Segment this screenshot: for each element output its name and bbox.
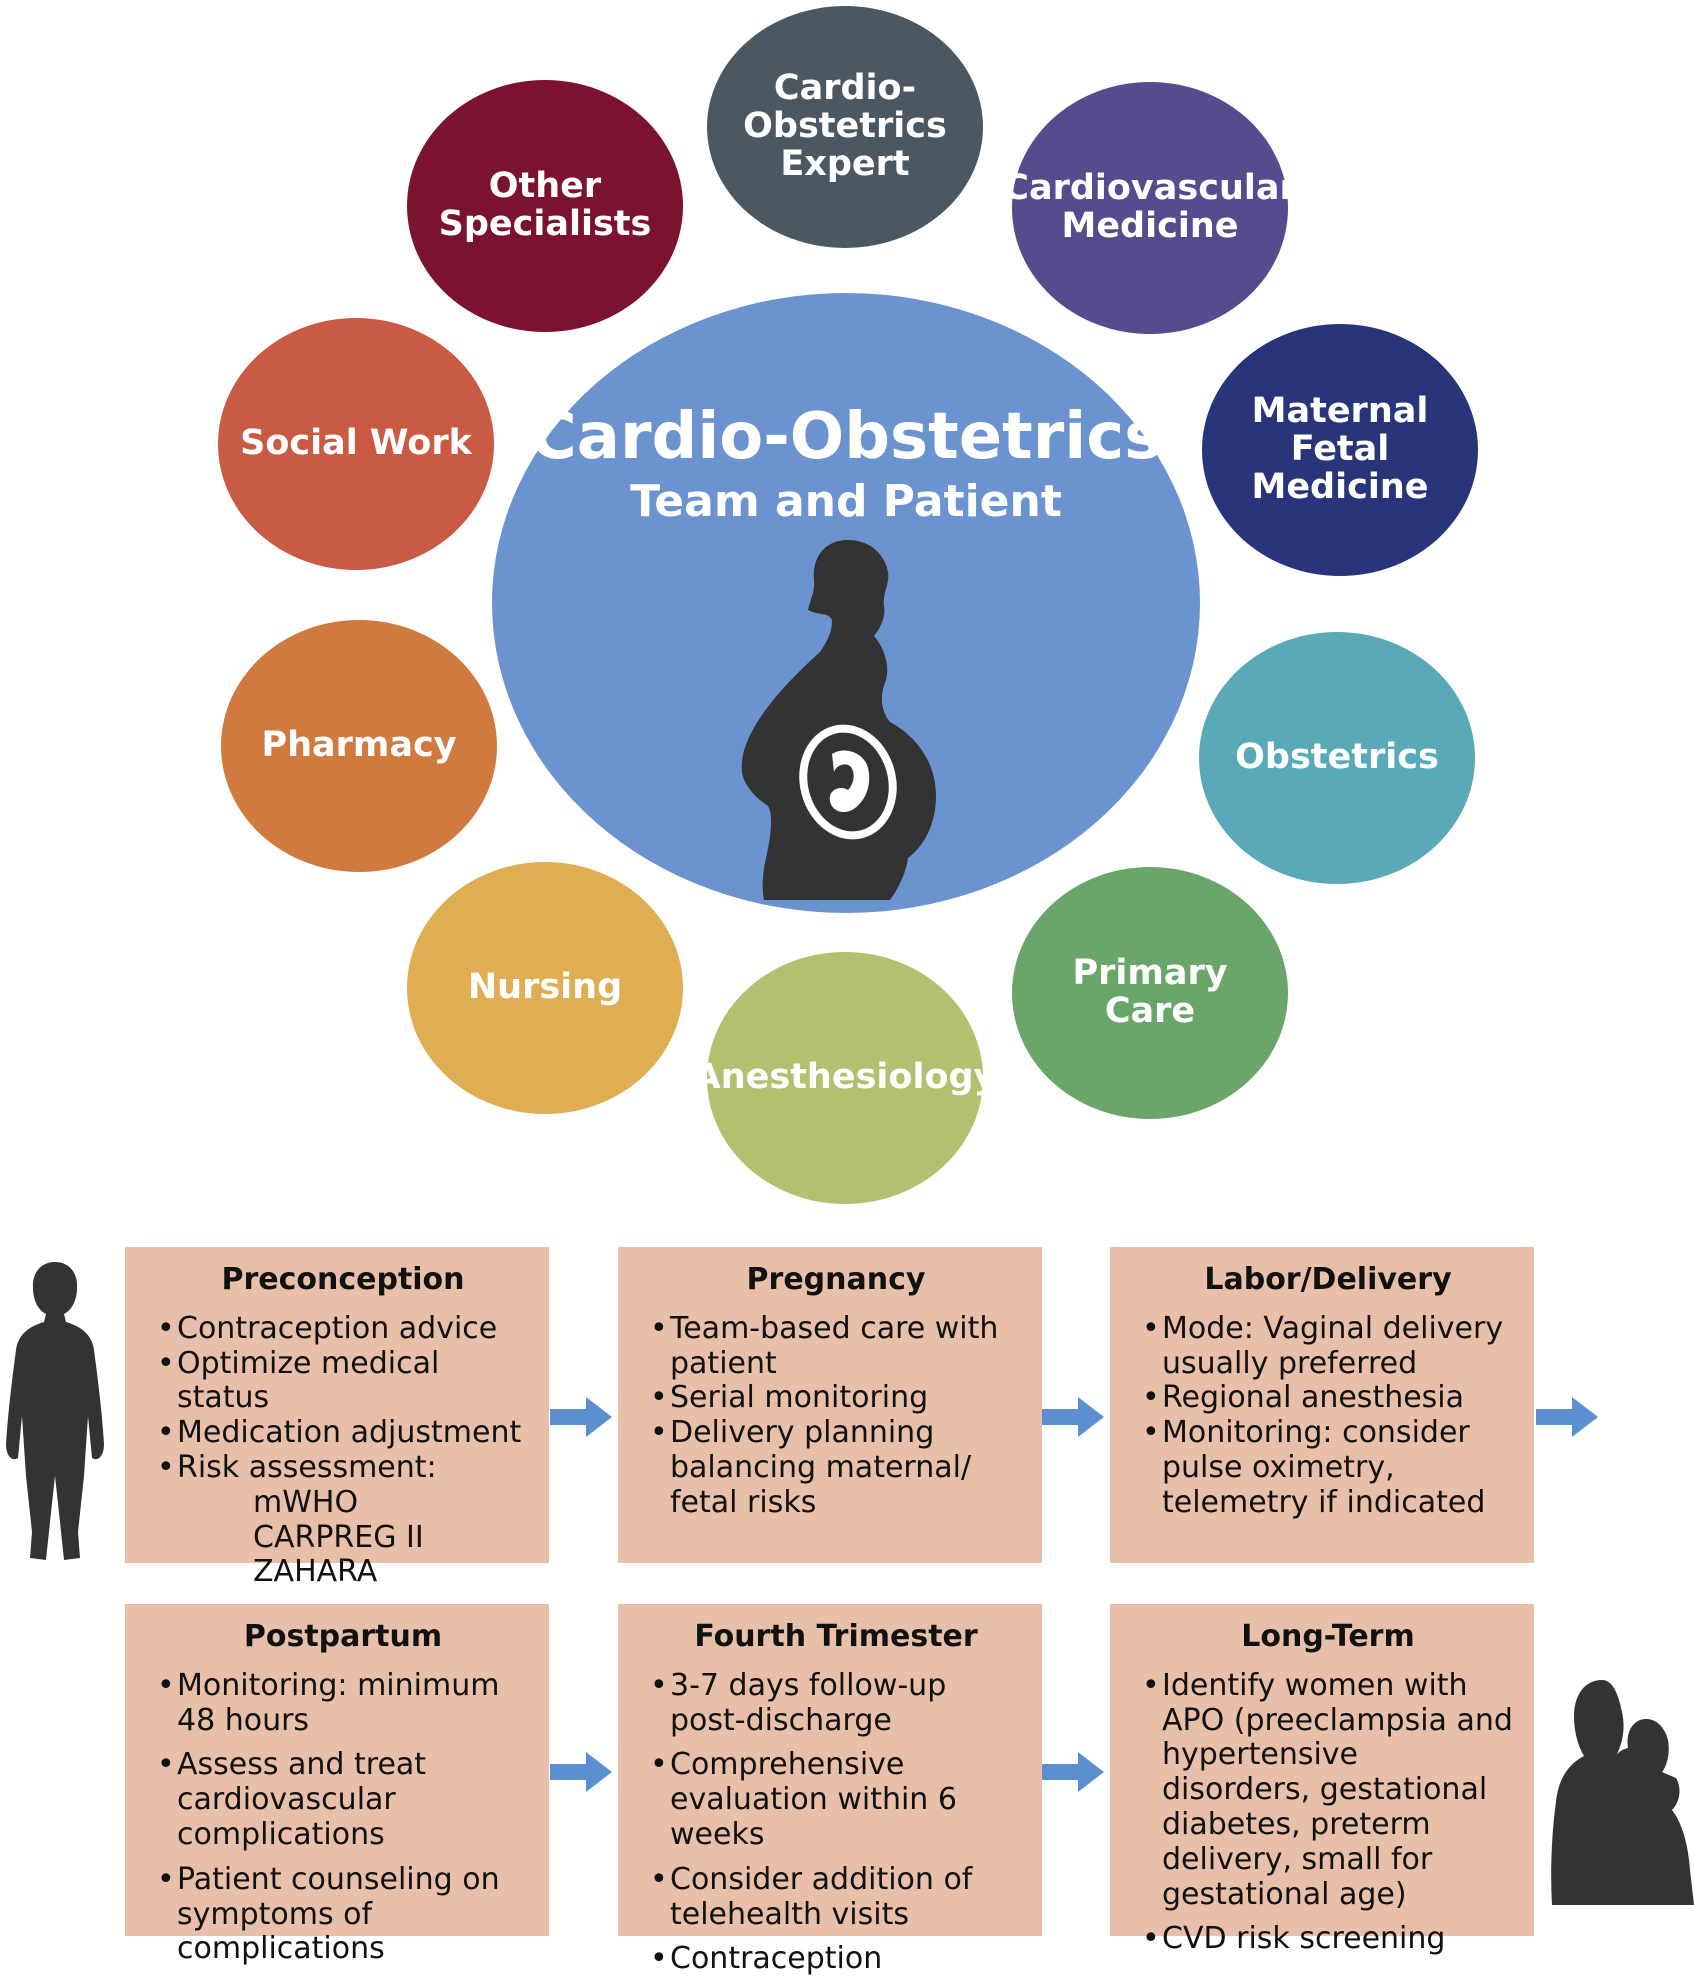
risk-tool: ZAHARA — [253, 1554, 378, 1590]
list-item: Assess and treat cardiovascular complica… — [157, 1747, 529, 1852]
list-item: Identify women with APO (preeclampsia an… — [1142, 1668, 1514, 1913]
stage-postpartum: Postpartum Monitoring: minimum 48 hours … — [125, 1604, 549, 1966]
list-item: Patient counseling on symptoms of compli… — [157, 1862, 529, 1967]
bubble-anesthesiology: Anesthesiology — [694, 952, 996, 1204]
stage-title: Fourth Trimester — [694, 1619, 978, 1654]
bubble-nursing: Nursing — [407, 862, 683, 1114]
list-item: Risk assessment: mWHO CARPREG II ZAHARA — [157, 1450, 529, 1590]
bubble-social-work: Social Work — [218, 318, 494, 570]
stage-pregnancy: Pregnancy Team-based care with patient S… — [618, 1247, 1042, 1563]
stage-long-term: Long-Term Identify women with APO (preec… — [1110, 1604, 1534, 1957]
risk-tool: CARPREG II — [253, 1519, 424, 1555]
stage-title: Long-Term — [1241, 1619, 1415, 1654]
list-item: Regional anesthesia — [1142, 1381, 1514, 1416]
stage-labor-delivery: Labor/Delivery Mode: Vaginal delivery us… — [1110, 1247, 1534, 1563]
mother-child-silhouette-icon — [1551, 1680, 1694, 1905]
woman-silhouette-icon — [6, 1262, 104, 1560]
list-item: Medication adjustment — [157, 1415, 529, 1451]
pregnant-woman-icon — [741, 540, 936, 900]
center-subtitle: Team and Patient — [630, 476, 1062, 527]
list-item: Contraception advice — [157, 1311, 529, 1347]
list-item: Team-based care with patient — [650, 1311, 1022, 1382]
list-item: Monitoring: consider pulse oximetry, tel… — [1142, 1415, 1514, 1520]
list-item: 3-7 days follow-up post-discharge — [650, 1668, 1022, 1739]
list-item: Comprehensive evaluation within 6 weeks — [650, 1747, 1022, 1852]
list-item: Mode: Vaginal delivery usually preferred — [1142, 1311, 1514, 1382]
bubble-pharmacy: Pharmacy — [221, 620, 497, 872]
right-arrow-icon — [550, 1397, 612, 1437]
center-title: Cardio-Obstetrics — [529, 400, 1163, 474]
right-arrow-icon — [1042, 1752, 1104, 1792]
list-item: Delivery planning balancing maternal/ fe… — [650, 1415, 1022, 1520]
list-item: Consider addition of telehealth visits — [650, 1862, 1022, 1933]
risk-tool: mWHO — [253, 1484, 359, 1520]
right-arrow-icon — [1536, 1397, 1598, 1437]
right-arrow-icon — [1042, 1397, 1104, 1437]
bubble-primary-care: Primary Care — [1012, 867, 1288, 1119]
list-item: Optimize medical status — [157, 1346, 529, 1417]
stage-title: Preconception — [221, 1262, 465, 1297]
stage-preconception: Preconception Contraception advice Optim… — [125, 1247, 549, 1589]
stage-title: Labor/Delivery — [1204, 1262, 1452, 1297]
stage-fourth-trimester: Fourth Trimester 3-7 days follow-up post… — [618, 1604, 1042, 1977]
list-item: Serial monitoring — [650, 1381, 1022, 1416]
stage-title: Pregnancy — [746, 1262, 926, 1297]
right-arrow-icon — [550, 1752, 612, 1792]
stage-title: Postpartum — [243, 1619, 443, 1654]
list-item: Monitoring: minimum 48 hours — [157, 1668, 529, 1739]
bubble-obstetrics: Obstetrics — [1199, 632, 1475, 884]
list-item: CVD risk screening — [1142, 1922, 1514, 1957]
list-item: Contraception — [650, 1942, 1022, 1977]
